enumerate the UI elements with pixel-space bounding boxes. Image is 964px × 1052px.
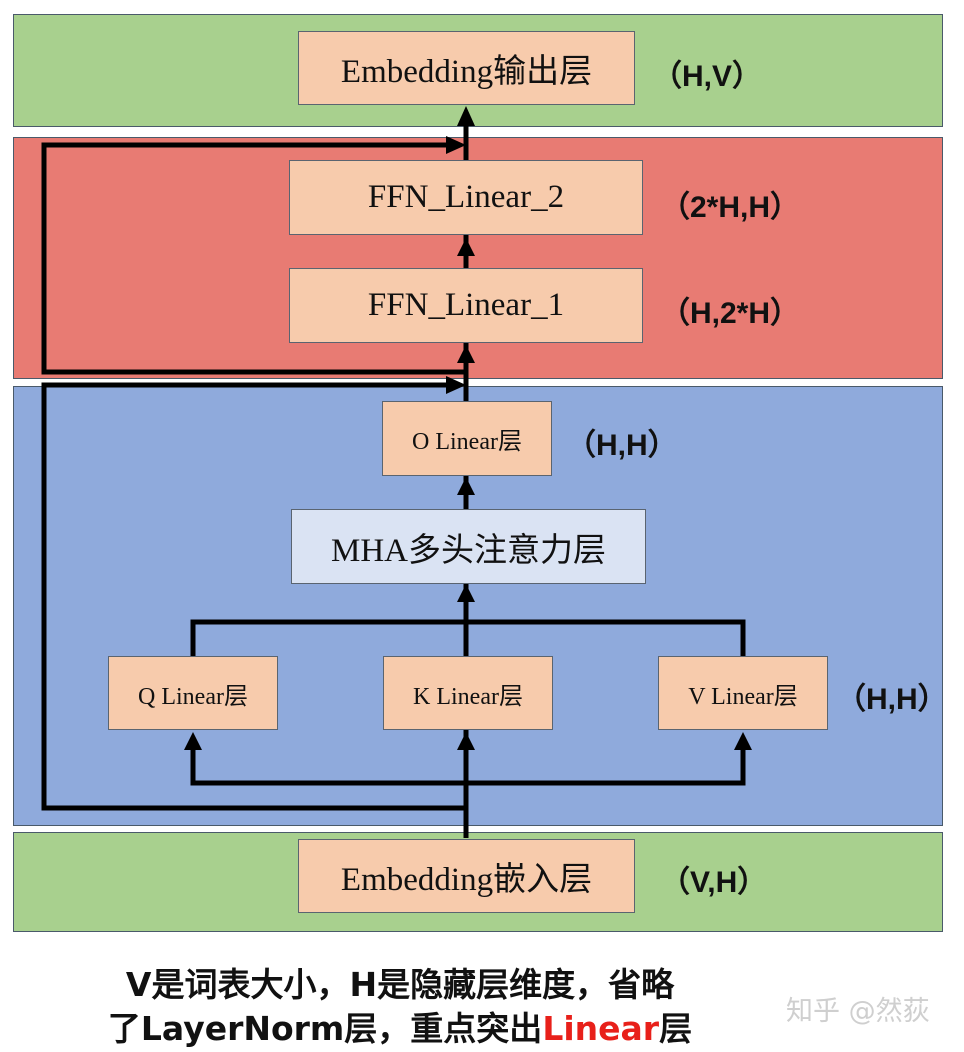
arrowhead-ffn2 (457, 238, 475, 256)
q-linear-box: Q Linear层 (108, 656, 278, 730)
qkv-linear-dim: （H,H） (836, 683, 948, 716)
o-linear-box: O Linear层 (382, 401, 552, 476)
embedding-input-layer-box: Embedding嵌入层 (298, 839, 635, 913)
ffn-linear-1-dim: （H,2*H） (660, 297, 801, 330)
mha-label: MHA多头注意力层 (330, 532, 606, 569)
arrowhead-residual-ffn (446, 136, 466, 154)
arrowhead-output (457, 106, 475, 126)
caption-line-2-prefix: 了LayerNorm层，重点突出 (107, 1009, 543, 1048)
caption-line-2-suffix: 层 (659, 1009, 693, 1048)
ffn-linear-1-box: FFN_Linear_1 (289, 268, 643, 343)
o-linear-label: O Linear层 (412, 429, 522, 455)
ffn-linear-2-label: FFN_Linear_2 (367, 179, 565, 215)
caption-line-1: V是词表大小，H是隐藏层维度，省略 (125, 965, 675, 1004)
input-layer-dim: （V,H） (660, 866, 768, 899)
v-linear-label: V Linear层 (688, 683, 798, 710)
arrowhead-ffn1 (457, 345, 475, 363)
caption-line-2: 了LayerNorm层，重点突出Linear层 (0, 1006, 800, 1052)
ffn-linear-2-box: FFN_Linear_2 (289, 160, 643, 235)
k-linear-box: K Linear层 (383, 656, 553, 730)
embedding-output-layer-label: Embedding输出层 (340, 54, 593, 90)
arrowhead-o-linear (457, 477, 475, 495)
arrowhead-q (184, 732, 202, 750)
mha-box: MHA多头注意力层 (291, 509, 646, 584)
o-linear-dim: （H,H） (566, 429, 678, 462)
ffn-linear-2-dim: （2*H,H） (660, 191, 801, 224)
arrowhead-k (457, 732, 475, 750)
caption-highlight-linear: Linear (542, 1009, 660, 1048)
arrowhead-residual-attn (446, 376, 466, 394)
ffn-linear-1-label: FFN_Linear_1 (367, 287, 565, 323)
watermark: 知乎 @然荻 (786, 996, 930, 1027)
arrowhead-mha (457, 584, 475, 602)
k-linear-label: K Linear层 (413, 683, 523, 710)
v-linear-box: V Linear层 (658, 656, 828, 730)
embedding-output-layer-box: Embedding输出层 (298, 31, 635, 105)
embedding-input-layer-label: Embedding嵌入层 (340, 862, 593, 898)
q-linear-label: Q Linear层 (138, 683, 248, 710)
arrowhead-v (734, 732, 752, 750)
output-layer-dim: （H,V） (652, 60, 763, 93)
